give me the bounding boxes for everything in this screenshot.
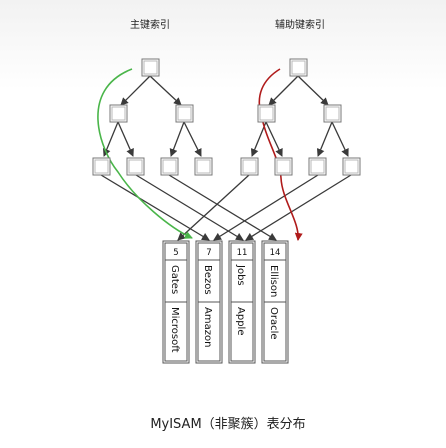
record-name: Ellison: [268, 265, 279, 297]
record-id: 14: [270, 248, 281, 258]
record-company: Microsoft: [169, 307, 180, 353]
record-name: Jobs: [235, 264, 246, 286]
record-company: Apple: [235, 307, 246, 335]
primary-leaf-node: [126, 157, 145, 176]
secondary-internal-node: [323, 104, 342, 123]
primary-leaf-node: [160, 157, 179, 176]
secondary-leaf-node: [308, 157, 327, 176]
data-record: 7 Bezos Amazon: [195, 240, 223, 364]
secondary-root-node: [289, 58, 308, 77]
primary-internal-node: [109, 104, 128, 123]
record-id: 7: [206, 248, 211, 258]
record-company: Amazon: [202, 307, 213, 347]
primary-leaf-node: [194, 157, 213, 176]
record-company: Oracle: [268, 307, 279, 340]
record-name: Bezos: [202, 265, 213, 295]
record-name: Gates: [169, 265, 180, 294]
primary-search-path: [97, 68, 193, 239]
secondary-leaf-node: [274, 157, 293, 176]
record-id: 5: [173, 248, 178, 258]
secondary-leaf-node: [240, 157, 259, 176]
data-record: 14 Ellison Oracle: [261, 240, 289, 364]
leaf-pointer-edges: [100, 174, 352, 241]
secondary-internal-node: [257, 104, 276, 123]
secondary-index-title: 辅助键索引: [275, 18, 325, 31]
primary-leaf-node: [92, 157, 111, 176]
secondary-search-path: [258, 68, 303, 241]
diagram-caption: MyISAM（非聚簇）表分布: [150, 417, 305, 432]
primary-root-node: [141, 58, 160, 77]
primary-index-title: 主键索引: [130, 18, 170, 31]
secondary-leaf-node: [342, 157, 361, 176]
primary-tree-edges: [102, 75, 202, 157]
data-record: 11 Jobs Apple: [228, 240, 256, 364]
secondary-tree-edges: [250, 75, 349, 157]
primary-internal-node: [175, 104, 194, 123]
data-record: 5 Gates Microsoft: [162, 240, 190, 364]
record-id: 11: [237, 248, 248, 258]
